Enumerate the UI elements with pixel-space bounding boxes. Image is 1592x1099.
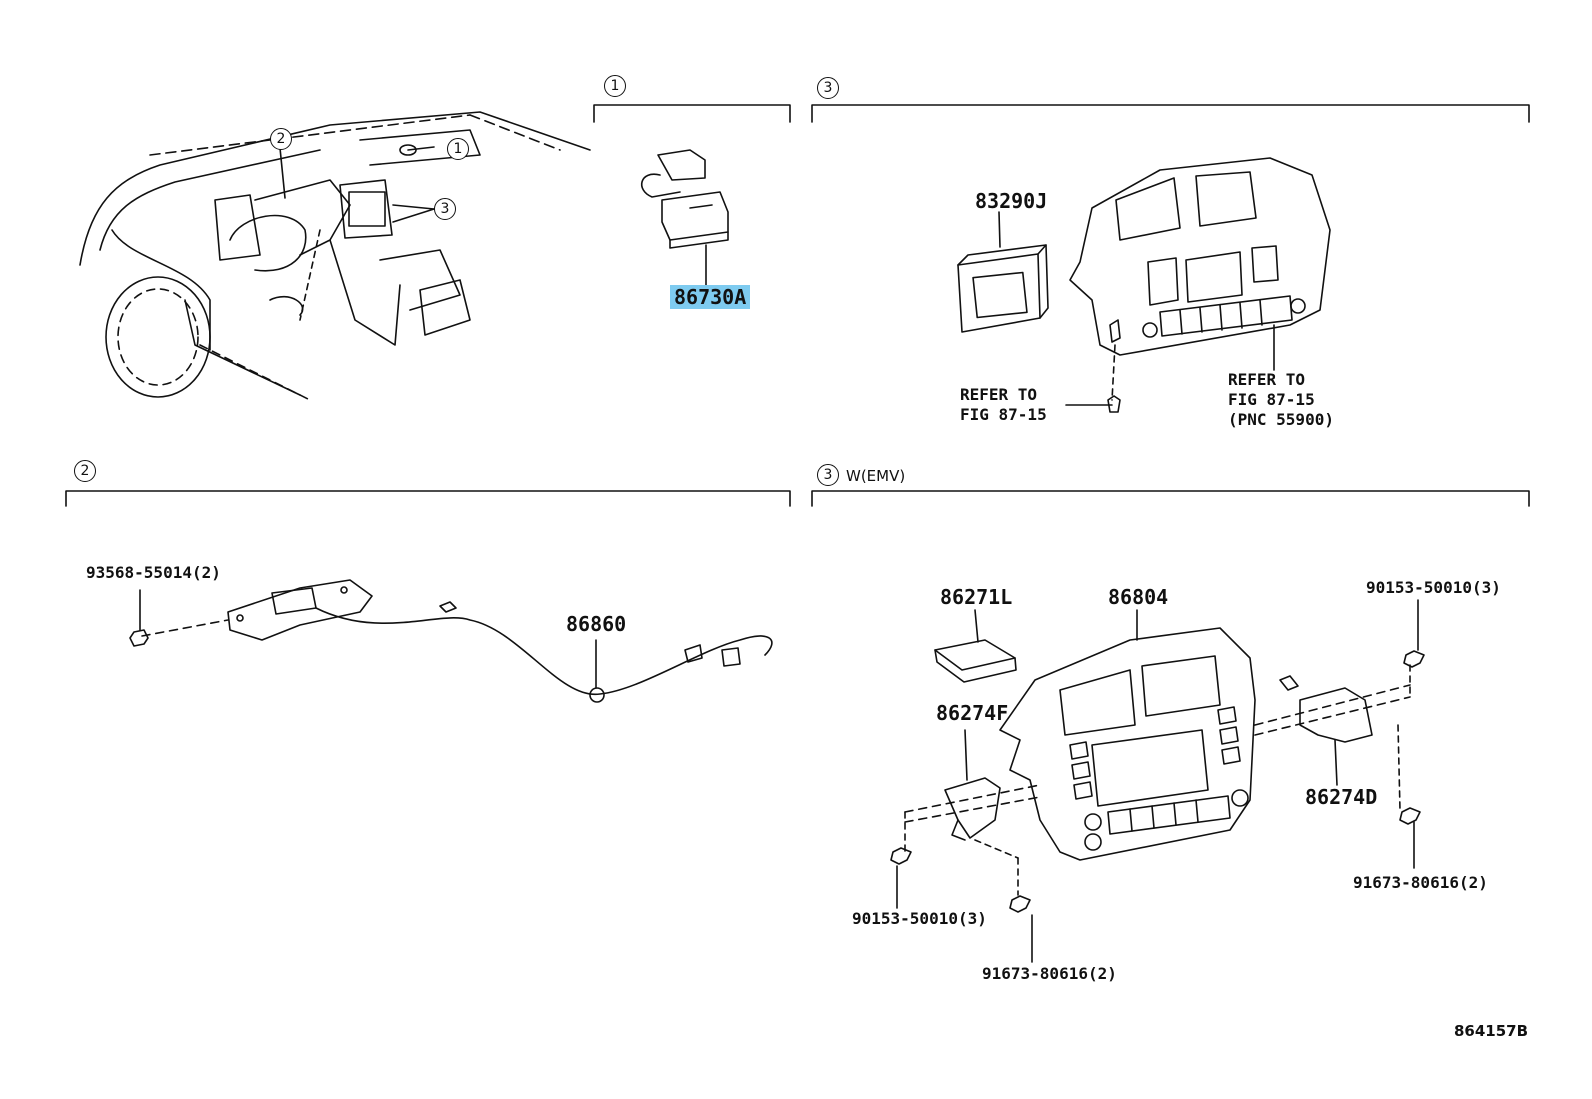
emv-panel-drawing — [890, 599, 1425, 963]
part-label-86271L[interactable]: 86271L — [940, 585, 1013, 609]
part-label-83290J[interactable]: 83290J — [975, 189, 1048, 213]
part-label-86804[interactable]: 86804 — [1108, 585, 1169, 609]
display-83290J-drawing — [957, 211, 1049, 333]
section-marker-3-bottom: 3 — [817, 464, 839, 486]
vehicle-interior-overview — [79, 111, 591, 401]
overview-marker-1: 1 — [447, 138, 469, 160]
overview-marker-3: 3 — [434, 198, 456, 220]
part-label-91673-80616-right[interactable]: 91673-80616(2) — [1353, 873, 1488, 892]
part-label-90153-50010-left[interactable]: 90153-50010(3) — [852, 909, 987, 928]
part-label-91673-80616-bottom[interactable]: 91673-80616(2) — [982, 964, 1117, 983]
refer-to-fig-right[interactable]: REFER TO FIG 87-15 (PNC 55900) — [1228, 370, 1334, 429]
part-label-90153-50010-right[interactable]: 90153-50010(3) — [1366, 578, 1501, 597]
part-label-86730A[interactable]: 86730A — [670, 285, 751, 309]
section-bracket-top-right — [811, 104, 1530, 123]
refer-to-fig-left[interactable]: REFER TO FIG 87-15 — [960, 385, 1047, 424]
section-bracket-bottom-right — [811, 490, 1530, 507]
section-bracket-bottom-left — [65, 490, 791, 507]
overview-marker-2: 2 — [270, 128, 292, 150]
part-label-86274F[interactable]: 86274F — [936, 701, 1009, 725]
part-label-93568-55014[interactable]: 93568-55014(2) — [86, 563, 221, 582]
part-86730A-drawing — [640, 149, 729, 289]
dash-panel-top-drawing — [1065, 157, 1331, 413]
section-marker-1: 1 — [604, 75, 626, 97]
figure-code: 864157B — [1454, 1022, 1529, 1040]
part-86860-drawing — [129, 579, 773, 703]
variant-label: W(EMV) — [846, 467, 906, 485]
part-label-86860[interactable]: 86860 — [566, 612, 627, 636]
section-bracket-top-mid — [593, 104, 791, 123]
part-label-86274D[interactable]: 86274D — [1305, 785, 1378, 809]
section-marker-2: 2 — [74, 460, 96, 482]
section-marker-3-top: 3 — [817, 77, 839, 99]
